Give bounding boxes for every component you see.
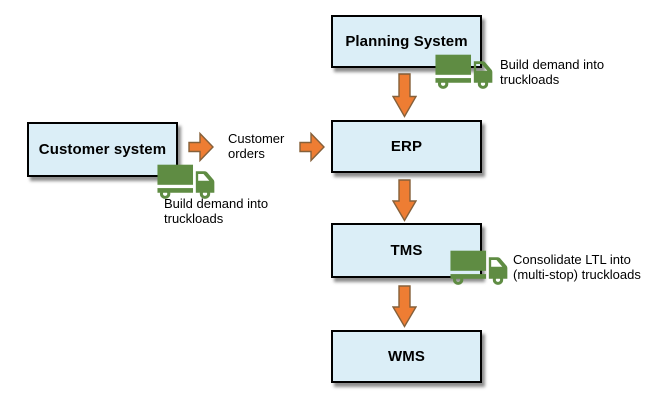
truck-icon [435,54,493,90]
right-arrow-icon [299,131,325,163]
down-arrow-icon [391,179,418,222]
node-wms-label: WMS [388,348,425,365]
node-planning-system: Planning System [331,15,482,68]
node-customer-system: Customer system [27,122,178,177]
edge-label-customer-orders: Customer orders [228,131,285,161]
node-planning-system-label: Planning System [345,33,468,50]
node-erp-label: ERP [390,138,423,155]
down-arrow-icon [391,73,418,118]
node-customer-system-label: Customer system [38,141,167,158]
node-wms: WMS [331,330,482,383]
annotation-planning-truck: Build demand into truckloads [500,57,605,87]
annotation-customer-truck: Build demand into truckloads [164,196,269,226]
node-erp: ERP [331,120,482,173]
right-arrow-icon [188,131,214,163]
node-tms-label: TMS [390,242,423,259]
truck-icon [157,164,215,200]
truck-icon [450,250,508,286]
down-arrow-icon [391,285,418,328]
annotation-tms-truck: Consolidate LTL into (multi-stop) truckl… [513,252,641,282]
